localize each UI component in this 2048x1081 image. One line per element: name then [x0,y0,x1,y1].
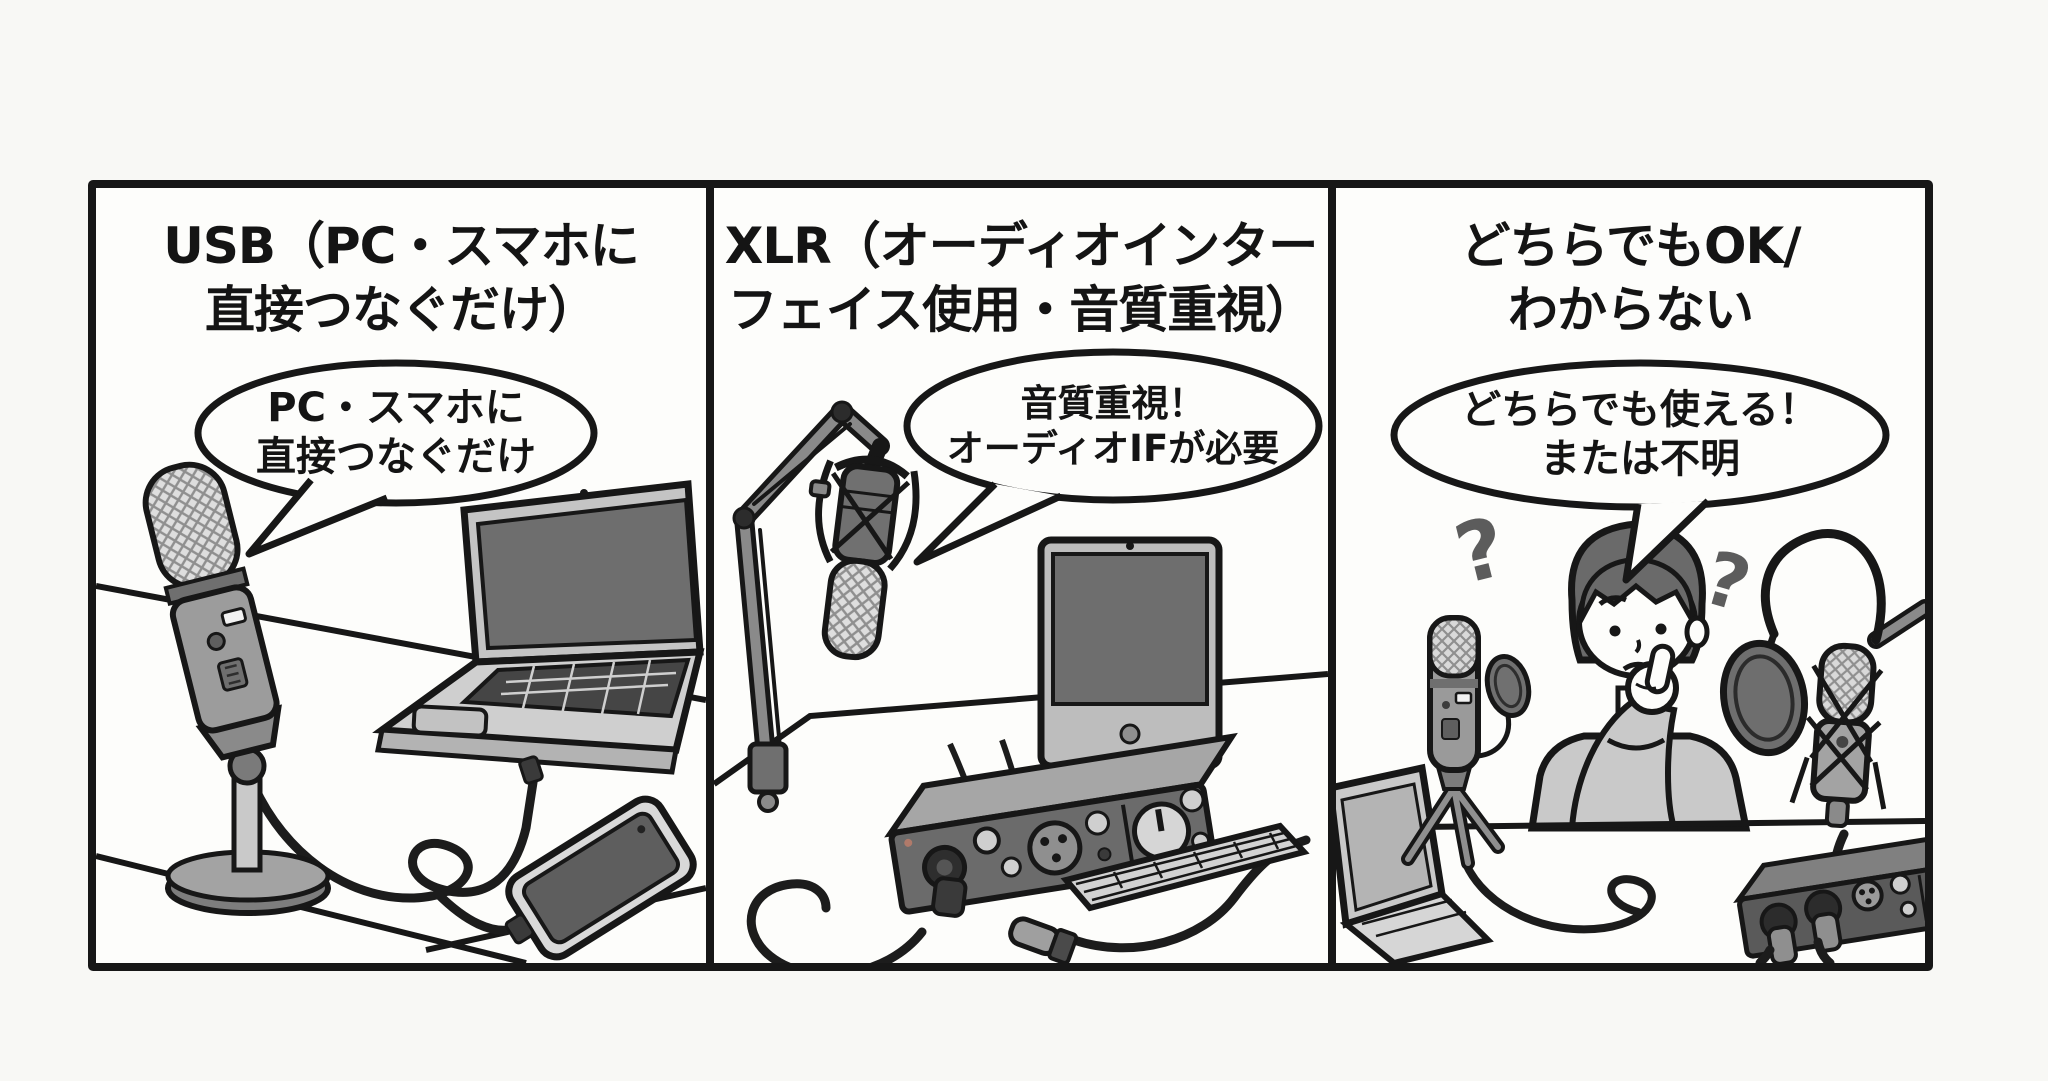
left-eye [1609,625,1621,637]
hair-fringe [1579,557,1695,629]
small-pop-filter [1477,653,1532,759]
panel-either-title-line2: わからない [1508,281,1754,339]
keyboard [1060,822,1310,912]
shock-mount [815,459,920,572]
bubble-either-line2: または不明 [1540,436,1740,482]
usb-microphone-on-tripod [1401,615,1505,870]
bubble-xlr-line2: オーディオIFが必要 [946,427,1280,470]
mic-grille [1427,615,1481,679]
plugged-cable-end [931,876,968,918]
xlr-input [1027,820,1083,876]
usb-cable [249,771,539,935]
tripod-legs [1401,781,1505,870]
panel-usb: USB（PC・スマホに 直接つなぐだけ） [96,188,706,963]
webcam-dot [1126,542,1134,550]
speech-bubble-xlr-text: 音質重視！ オーディオIFが必要 [899,346,1327,506]
raised-arm [1568,698,1678,831]
monitor-logo [1119,723,1141,745]
panel-xlr-title-line1: XLR（オーディオインター [724,217,1318,275]
condenser-microphone [1789,642,1887,829]
speech-bubble-either-text: どちらでも使える！ または不明 [1386,356,1894,514]
audio-interface [1733,831,1925,963]
webcam-dot [580,489,588,497]
shock-mount [1789,664,1887,810]
speech-bubble-xlr: 音質重視！ オーディオIFが必要 [899,346,1327,566]
speech-bubble-tail [245,477,389,558]
xlr-scene-illustration [714,400,1328,963]
thinking-person [1527,520,1751,832]
condenser-microphone [808,455,920,661]
speech-bubble-either: どちらでも使える！ または不明 [1386,356,1894,584]
speech-bubble-tail [913,481,1063,566]
xlr-input [1851,879,1884,912]
desk-mic-stand [165,746,331,916]
bubble-either-line1: どちらでも使える！ [1461,387,1819,434]
either-scene-illustration: ? ? ? [1336,500,1925,963]
mic-cable [1462,860,1656,934]
desk-clamp [747,741,789,795]
comic-frame: USB（PC・スマホに 直接つなぐだけ） [88,180,1933,971]
gooseneck [1760,529,1886,645]
speech-bubble-shape [903,348,1323,566]
xlr-cable-loop [746,879,927,963]
mount-knob [808,479,832,499]
laptop [372,480,705,785]
speech-bubble-shape [1390,359,1890,584]
xlr-connector [1008,916,1079,963]
speech-bubble-usb-text: PC・スマホに 直接つなぐだけ [191,358,601,508]
panel-either: どちらでもOK/ わからない [1328,188,1925,963]
laptop [1336,763,1494,963]
panel-xlr-title-line2: フェイス使用・音質重視） [727,281,1316,339]
bubble-usb-line1: PC・スマホに [267,385,525,432]
panel-xlr: XLR（オーディオインター フェイス使用・音質重視） [706,188,1328,963]
question-mark-icon: ? [1446,500,1515,604]
keyboard-keys [459,657,691,719]
worried-eyebrow [1598,595,1627,606]
speech-bubble-shape [194,359,598,558]
hand-on-chin [1625,643,1679,715]
usb-plug-laptop [518,755,544,785]
boom-arm [1760,529,1925,649]
panel-usb-title-line1: USB（PC・スマホに [163,217,640,275]
interface-cables [1755,937,1835,963]
panel-either-title-line1: どちらでもOK/ [1460,217,1801,275]
usb-microphone [142,461,282,761]
right-eye [1655,623,1667,635]
panel-usb-title-line2: 直接つなぐだけ） [205,281,598,339]
usb-scene-illustration [96,461,706,963]
panel-usb-title: USB（PC・スマホに 直接つなぐだけ） [96,214,706,342]
audio-interface [884,732,1238,918]
mic-grille [821,557,888,661]
question-mark-icon: ? [1695,535,1760,630]
usb-plug-phone [504,913,535,945]
bubble-usb-line2: 直接つなぐだけ [256,434,536,480]
bubble-xlr-line1: 音質重視！ [1020,381,1206,425]
speech-bubble-tail [1622,498,1711,584]
speech-bubble-usb: PC・スマホに 直接つなぐだけ [191,358,601,558]
mic-switch [220,607,247,627]
trackpad [411,704,489,738]
smartphone [504,795,697,961]
plugged-cable-end [1766,924,1798,963]
panel-xlr-title: XLR（オーディオインター フェイス使用・音質重視） [714,214,1328,342]
ear [1684,615,1710,649]
panel-either-title: どちらでもOK/ わからない [1336,214,1925,342]
pop-filter [1719,632,1809,757]
